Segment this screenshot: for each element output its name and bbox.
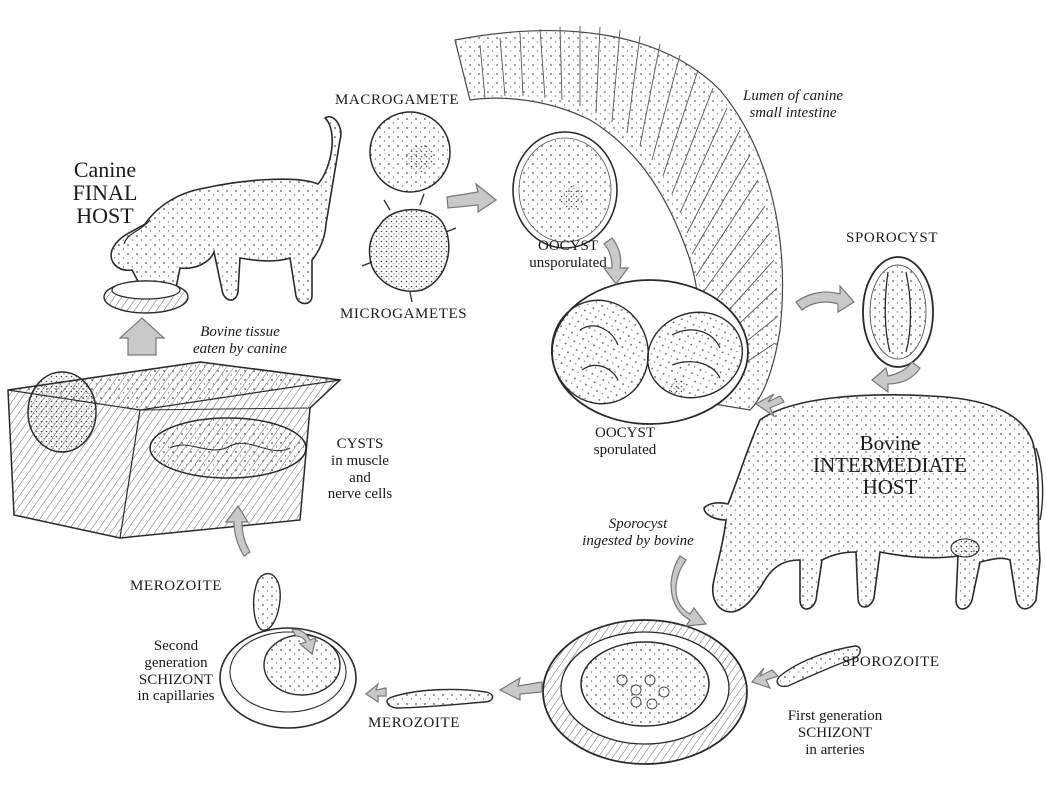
macrogamete-label: MACROGAMETE xyxy=(335,92,459,109)
oocyst-unsporulated-label: OOCYST unsporulated xyxy=(518,238,618,272)
macrogamete-cell xyxy=(370,112,450,192)
arrow-merozoite-to-second-schizont xyxy=(366,684,386,702)
second-schizont-cell xyxy=(220,628,356,728)
udder xyxy=(951,539,979,557)
bovine-tissue-eaten-label: Bovine tissue eaten by canine xyxy=(170,324,310,358)
oocyst-unsporulated-cell xyxy=(513,132,617,248)
arrow-ingestion xyxy=(671,556,706,626)
merozoite-lower-label: MEROZOITE xyxy=(368,715,460,732)
microgametes-label: MICROGAMETES xyxy=(340,306,467,323)
arrow-schizont-to-merozoite xyxy=(500,678,542,700)
sporocyst-label: SPOROCYST xyxy=(846,230,938,247)
muscle-tissue-block xyxy=(8,362,340,538)
sporozoite-label: SPOROZOITE xyxy=(842,654,940,671)
bovine-cow-illustration xyxy=(704,395,1043,612)
bovine-intermediate-host-label: Bovine INTERMEDIATE HOST xyxy=(805,432,975,498)
canine-final-host-label: Canine FINAL HOST xyxy=(60,158,150,227)
arrow-gametes-to-oocyst xyxy=(447,184,496,212)
cysts-label: CYSTS in muscle and nerve cells xyxy=(315,436,405,503)
first-schizont-cell xyxy=(543,620,747,764)
arrow-oocyst-to-sporocyst xyxy=(796,286,854,312)
lumen-label: Lumen of canine small intestine xyxy=(718,88,868,122)
first-generation-schizont-label: First generation SCHIZONT in arteries xyxy=(760,708,910,758)
sporocyst-cell xyxy=(863,257,933,367)
merozoite-lower-cell xyxy=(387,689,493,708)
second-generation-schizont-label: Second generation SCHIZONT in capillarie… xyxy=(130,638,222,705)
merozoite-upper-label: MEROZOITE xyxy=(130,578,222,595)
arrow-tissue-to-canine xyxy=(120,318,164,355)
sporocyst-ingested-label: Sporocyst ingested by bovine xyxy=(568,516,708,550)
oocyst-sporulated-label: OOCYST sporulated xyxy=(575,425,675,459)
arrow-sporozoite-to-schizont xyxy=(752,668,778,688)
microgametes-cell xyxy=(362,194,456,302)
merozoite-upper-cell xyxy=(254,574,281,631)
